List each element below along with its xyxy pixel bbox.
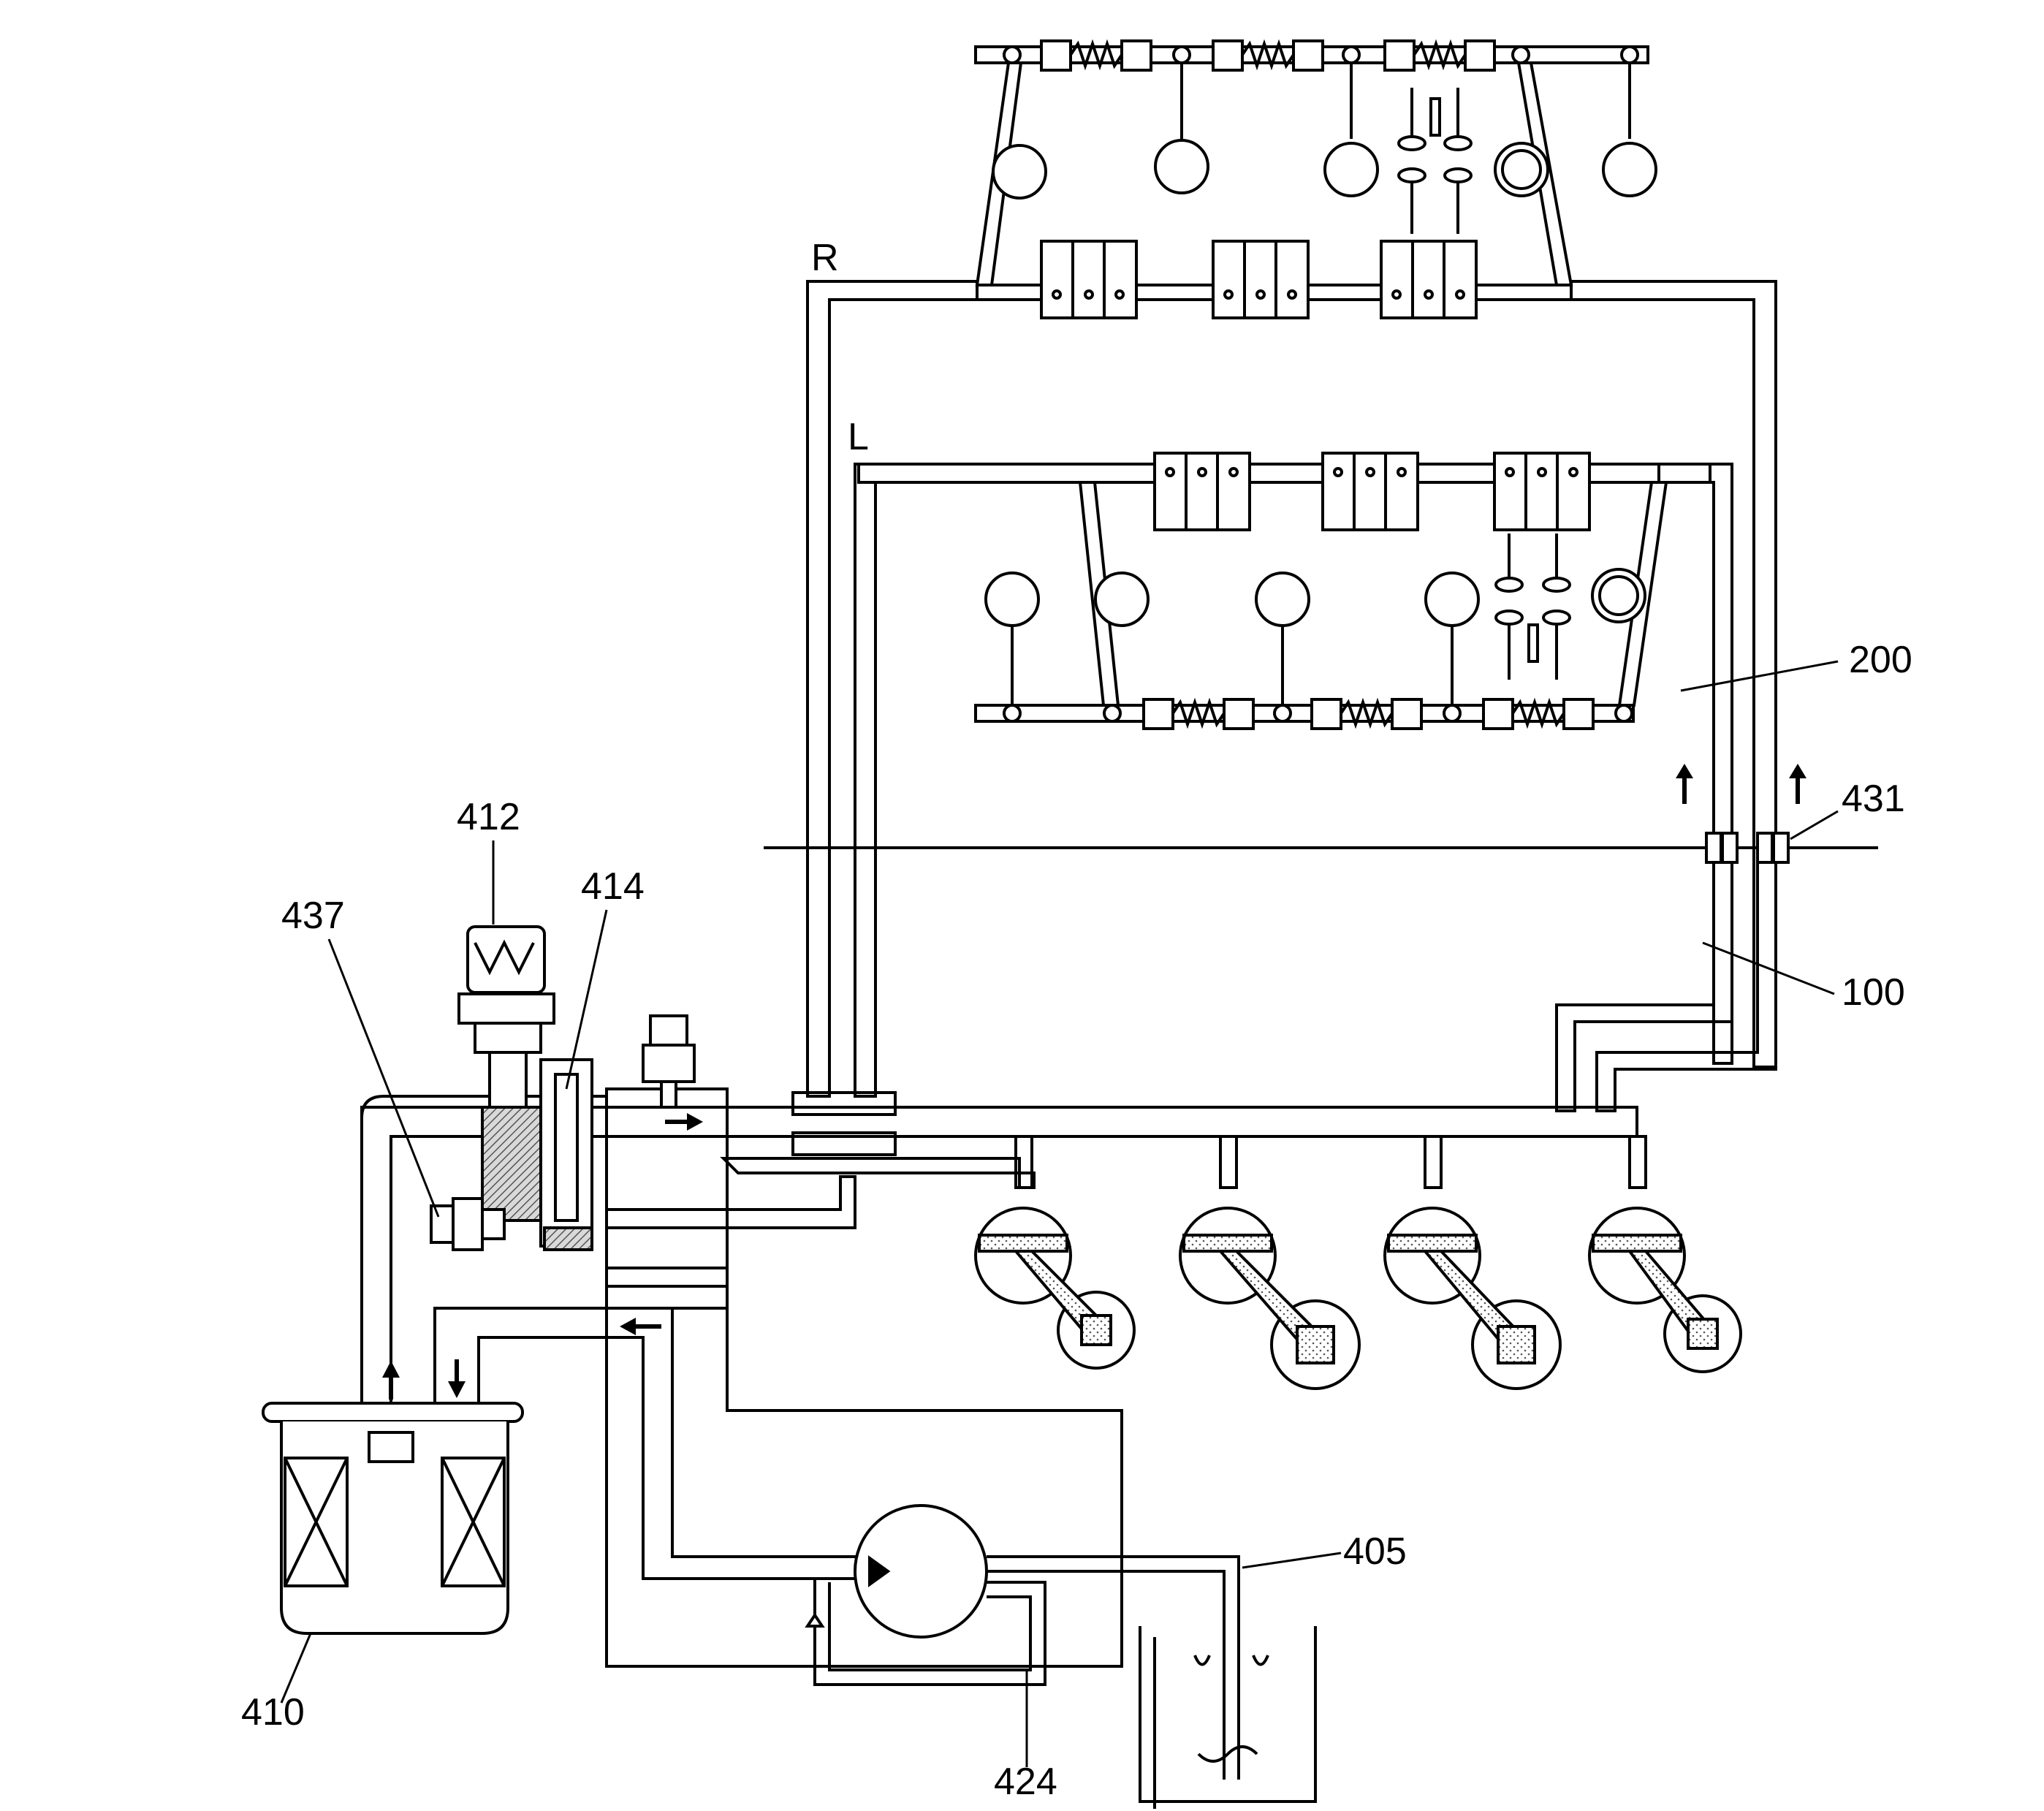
label-414: 414 xyxy=(581,865,645,908)
pressure-regulator-valve xyxy=(481,1058,593,1251)
labels: R L 200 100 412 414 437 410 431 405 424 xyxy=(241,237,1912,1803)
gallery-sensor xyxy=(642,1014,696,1109)
oil-pickup xyxy=(987,1555,1317,1809)
filter-flow-arrows xyxy=(382,1113,703,1400)
riser-pipe-left xyxy=(1555,861,1733,1112)
label-bank-left: L xyxy=(848,416,869,458)
oil-pump-icon xyxy=(805,1504,1046,1686)
riser-pipe-right xyxy=(1595,861,1777,1112)
return-gallery xyxy=(605,1175,856,1229)
crankshaft-journals xyxy=(974,1207,1742,1390)
flow-arrow-icon xyxy=(1676,764,1806,804)
label-200: 200 xyxy=(1849,639,1912,681)
right-bank-feed-pipe xyxy=(806,280,1777,1098)
label-431: 431 xyxy=(1842,778,1905,820)
label-410: 410 xyxy=(241,1691,305,1734)
left-bank-head xyxy=(857,452,1711,730)
leader-lines xyxy=(280,660,1839,1767)
secondary-gallery xyxy=(720,1157,1036,1189)
oil-pressure-sensor xyxy=(457,925,555,1112)
label-405: 405 xyxy=(1343,1530,1407,1573)
label-437: 437 xyxy=(281,895,345,937)
left-bank-feed-pipe xyxy=(854,463,1733,1098)
right-bank-head xyxy=(974,39,1657,319)
label-bank-right: R xyxy=(811,237,839,279)
return-line xyxy=(605,1155,1123,1668)
filter-adapter-housing xyxy=(360,1095,607,1403)
label-100: 100 xyxy=(1842,971,1905,1014)
oil-switch-437 xyxy=(430,1197,506,1251)
label-412: 412 xyxy=(457,796,520,838)
label-424: 424 xyxy=(994,1761,1057,1803)
oil-filter-icon xyxy=(262,1402,524,1635)
